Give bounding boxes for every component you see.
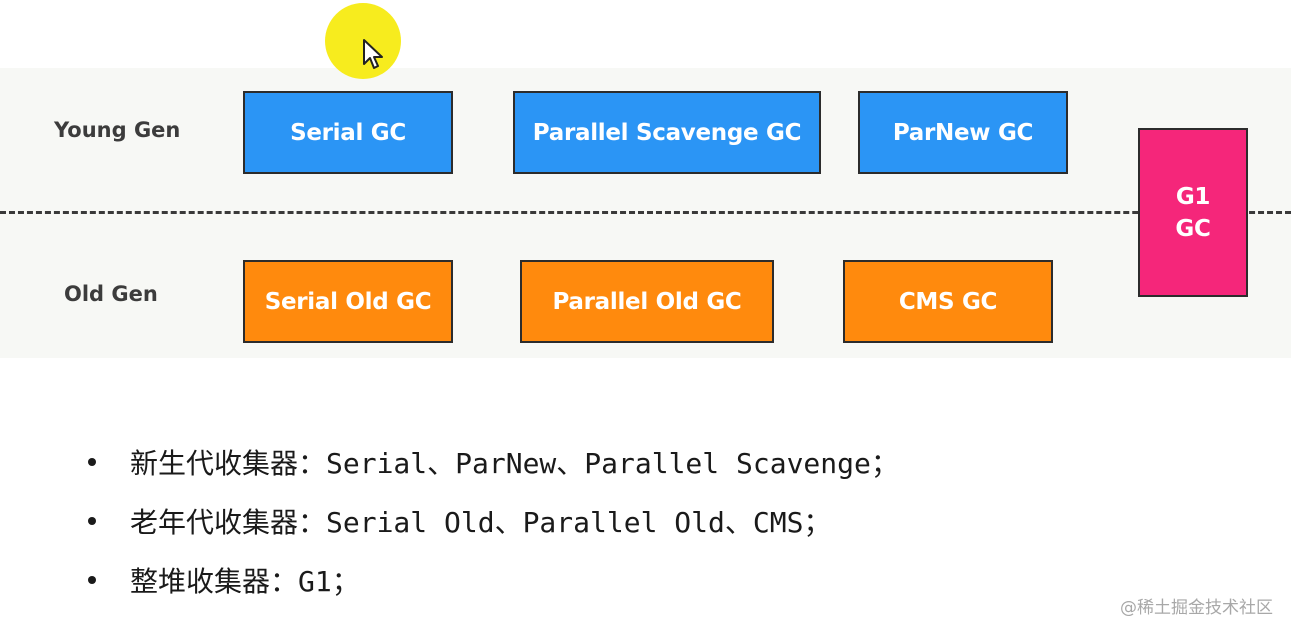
bullet-icon [88,457,96,466]
bullet-icon [88,516,96,525]
bullet-text-whole: 整堆收集器：G1； [130,564,360,598]
collector-serial-old-gc: Serial Old GC [243,260,453,343]
row-label-old-gen: Old Gen [64,282,158,306]
collector-parnew-gc: ParNew GC [858,91,1068,174]
list-item: 整堆收集器：G1； [88,550,899,609]
collector-parallel-old-gc: Parallel Old GC [520,260,774,343]
collector-parallel-scavenge-gc: Parallel Scavenge GC [513,91,821,174]
list-item: 新生代收集器：Serial、ParNew、Parallel Scavenge； [88,432,899,491]
collector-serial-gc: Serial GC [243,91,453,174]
g1-gc-line2: GC [1175,215,1211,242]
generation-divider [0,211,1291,214]
row-label-young-gen: Young Gen [54,118,181,142]
collector-g1-gc: G1 GC [1138,128,1248,297]
bullet-icon [88,575,96,584]
g1-gc-line1: G1 [1175,183,1211,210]
mouse-pointer-icon [363,39,383,69]
list-item: 老年代收集器：Serial Old、Parallel Old、CMS； [88,491,899,550]
bullet-text-old: 老年代收集器：Serial Old、Parallel Old、CMS； [130,505,832,539]
collector-summary-list: 新生代收集器：Serial、ParNew、Parallel Scavenge； … [88,432,899,609]
watermark: @稀土掘金技术社区 [1120,598,1273,618]
bullet-text-young: 新生代收集器：Serial、ParNew、Parallel Scavenge； [130,446,899,480]
collector-cms-gc: CMS GC [843,260,1053,343]
